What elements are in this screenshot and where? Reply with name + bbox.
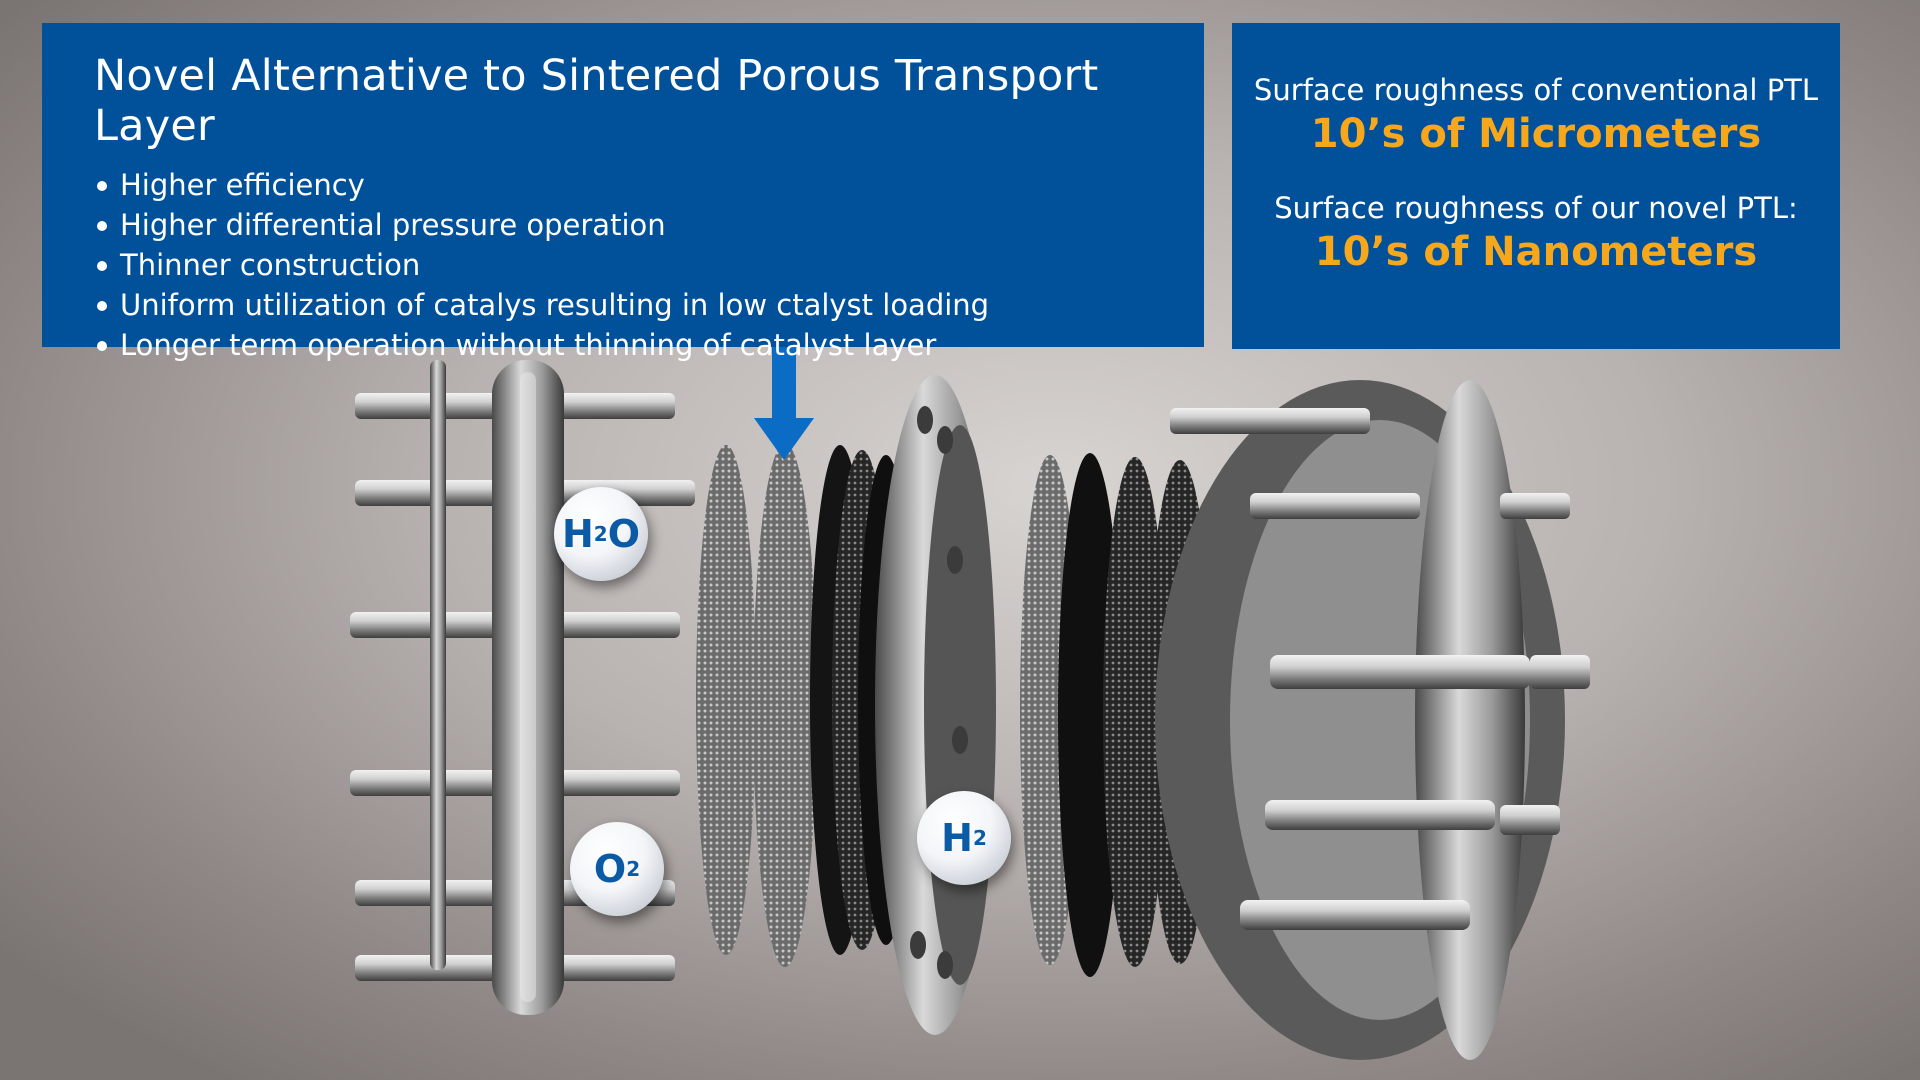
water-main: H (561, 512, 594, 556)
novel-value: 10’s of Nanometers (1314, 229, 1758, 275)
novel-label: Surface roughness of our novel PTL: (1274, 191, 1798, 225)
oxygen-sub: 2 (626, 857, 641, 881)
conventional-label: Surface roughness of conventional PTL (1253, 73, 1819, 107)
benefit-item: Higher differential pressure operation (94, 205, 1204, 245)
panel-title: Novel Alternative to Sintered Porous Tra… (94, 51, 1099, 151)
oxygen-main: O (593, 847, 627, 891)
conventional-value: 10’s of Micrometers (1310, 111, 1762, 157)
benefits-list: Higher efficiency Higher differential pr… (94, 165, 1204, 365)
benefit-item: Thinner construction (94, 245, 1204, 285)
middle-flange (875, 375, 996, 1035)
surface-roughness-panel: Surface roughness of conventional PTL 10… (1232, 23, 1840, 349)
water-sub: 2 (593, 522, 608, 546)
benefit-item: Uniform utilization of catalys resulting… (94, 285, 1204, 325)
water-tail: O (607, 512, 641, 556)
benefit-item: Higher efficiency (94, 165, 1204, 205)
hydrogen-sub: 2 (972, 826, 987, 850)
hydrogen-main: H (941, 816, 973, 860)
novel-block: Surface roughness of our novel PTL: 10’s… (1232, 191, 1840, 275)
ptl-benefits-panel: Novel Alternative to Sintered Porous Tra… (42, 23, 1204, 362)
arrow-down-icon (754, 347, 814, 460)
benefit-item: Longer term operation without thinning o… (94, 325, 1204, 365)
right-end-plate (1155, 380, 1590, 1060)
left-end-plate (350, 360, 695, 1015)
conventional-block: Surface roughness of conventional PTL 10… (1232, 73, 1840, 157)
